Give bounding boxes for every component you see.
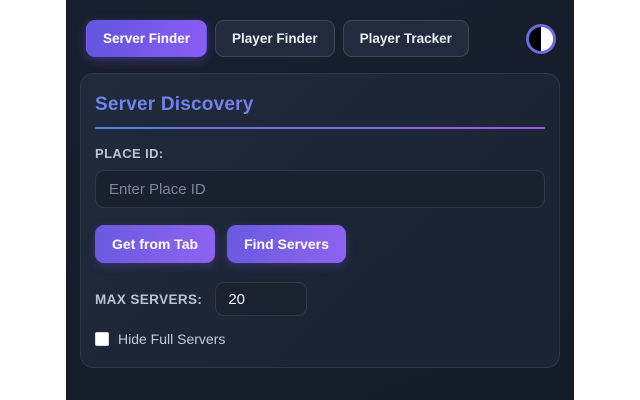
max-servers-input[interactable]	[215, 282, 308, 316]
hide-full-servers-row: Hide Full Servers	[95, 331, 545, 347]
title-underline-divider	[95, 127, 545, 129]
place-id-input[interactable]	[95, 170, 545, 208]
hide-full-servers-checkbox[interactable]	[95, 332, 109, 346]
action-button-row: Get from Tab Find Servers	[95, 225, 545, 263]
hide-full-servers-label[interactable]: Hide Full Servers	[118, 331, 226, 347]
theme-toggle-icon[interactable]	[526, 23, 556, 54]
max-servers-row: MAX SERVERS:	[95, 282, 545, 316]
extension-popup: Server Finder Player Finder Player Track…	[66, 0, 574, 400]
place-id-label: PLACE ID:	[95, 146, 164, 161]
tab-server-finder[interactable]: Server Finder	[86, 20, 208, 57]
get-from-tab-button[interactable]: Get from Tab	[95, 225, 216, 263]
tab-bar: Server Finder Player Finder Player Track…	[66, 0, 574, 57]
max-servers-label: MAX SERVERS:	[95, 291, 203, 307]
tab-player-tracker[interactable]: Player Tracker	[342, 20, 469, 57]
server-discovery-card: Server Discovery PLACE ID: Get from Tab …	[80, 73, 560, 368]
section-title: Server Discovery	[95, 94, 545, 116]
tab-player-finder[interactable]: Player Finder	[215, 20, 335, 57]
find-servers-button[interactable]: Find Servers	[227, 225, 346, 263]
